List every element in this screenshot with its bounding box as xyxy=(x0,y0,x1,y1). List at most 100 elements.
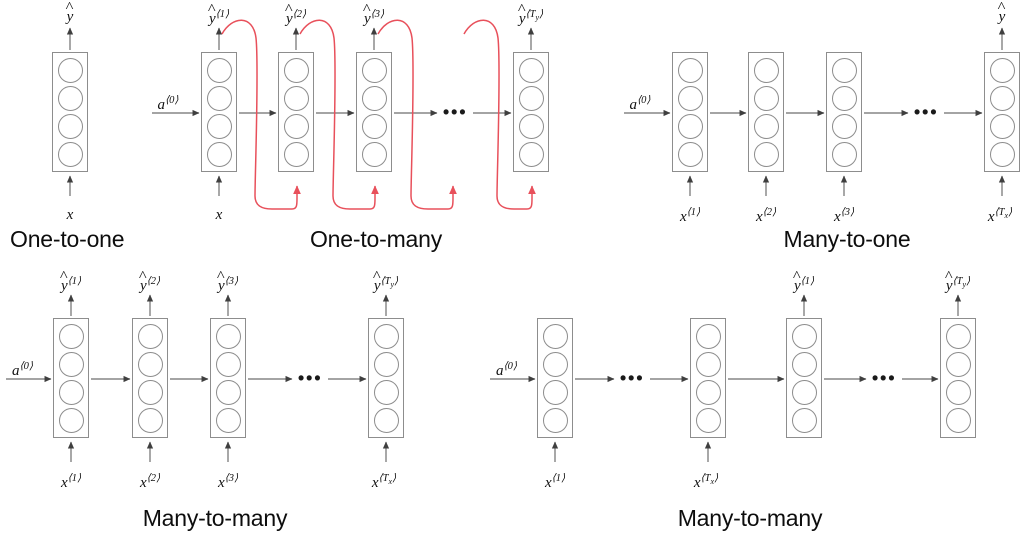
hidden-unit xyxy=(945,351,971,377)
hidden-unit xyxy=(677,85,703,111)
hidden-unit xyxy=(215,407,241,433)
hidden-unit xyxy=(137,351,163,377)
rnn-cell[interactable] xyxy=(672,52,708,172)
hidden-unit xyxy=(57,57,83,83)
input-label: x⟨Tx⟩ xyxy=(371,473,397,491)
hidden-unit xyxy=(215,351,241,377)
rnn-cell[interactable] xyxy=(356,52,392,172)
hidden-unit xyxy=(518,85,544,111)
rnn-cell[interactable] xyxy=(52,52,88,172)
input-label: x⟨Tx⟩ xyxy=(987,207,1013,225)
output-label: y xyxy=(999,10,1006,25)
diagram-caption: Many-to-many xyxy=(142,505,288,531)
ellipsis: ••• xyxy=(442,102,468,124)
hidden-unit xyxy=(206,57,232,83)
output-label: y⟨Ty⟩ xyxy=(374,276,398,294)
hidden-unit xyxy=(695,323,721,349)
output-label: y⟨3⟩ xyxy=(364,9,384,27)
hidden-unit xyxy=(283,85,309,111)
hidden-unit xyxy=(542,407,568,433)
output-label: y⟨2⟩ xyxy=(140,276,160,294)
hidden-unit xyxy=(373,323,399,349)
hidden-unit xyxy=(677,141,703,167)
hidden-unit xyxy=(791,351,817,377)
hidden-unit xyxy=(989,85,1015,111)
hidden-unit xyxy=(791,407,817,433)
hidden-unit xyxy=(137,379,163,405)
hidden-unit xyxy=(542,351,568,377)
rnn-cell[interactable] xyxy=(210,318,246,438)
hidden-unit xyxy=(695,379,721,405)
rnn-cell[interactable] xyxy=(537,318,573,438)
input-label: x⟨1⟩ xyxy=(60,473,82,491)
hidden-unit xyxy=(542,323,568,349)
hidden-unit xyxy=(677,57,703,83)
rnn-cell[interactable] xyxy=(132,318,168,438)
hidden-unit xyxy=(58,323,84,349)
hidden-unit xyxy=(831,113,857,139)
rnn-cell[interactable] xyxy=(53,318,89,438)
initial-state-label: a⟨0⟩ xyxy=(12,361,33,379)
hidden-unit xyxy=(215,379,241,405)
hidden-unit xyxy=(373,379,399,405)
hidden-unit xyxy=(945,323,971,349)
input-label: x⟨3⟩ xyxy=(833,207,855,225)
hidden-unit xyxy=(831,141,857,167)
hidden-unit xyxy=(58,407,84,433)
hidden-unit xyxy=(215,323,241,349)
rnn-cell[interactable] xyxy=(278,52,314,172)
rnn-cell[interactable] xyxy=(786,318,822,438)
initial-state-label: a⟨0⟩ xyxy=(157,95,179,113)
rnn-cell[interactable] xyxy=(368,318,404,438)
diagram-caption: Many-to-many xyxy=(677,505,823,531)
input-label: x xyxy=(215,207,223,223)
hidden-unit xyxy=(542,379,568,405)
output-label: y⟨2⟩ xyxy=(286,9,306,27)
hidden-unit xyxy=(57,113,83,139)
rnn-cell[interactable] xyxy=(984,52,1020,172)
hidden-unit xyxy=(989,57,1015,83)
hidden-unit xyxy=(791,323,817,349)
hidden-unit xyxy=(695,351,721,377)
hidden-unit xyxy=(361,113,387,139)
ellipsis: ••• xyxy=(619,368,645,390)
output-label: y⟨1⟩ xyxy=(61,276,81,294)
hidden-unit xyxy=(791,379,817,405)
input-label: x⟨Tx⟩ xyxy=(693,473,719,491)
hidden-unit xyxy=(137,407,163,433)
hidden-unit xyxy=(753,113,779,139)
initial-state-label: a⟨0⟩ xyxy=(629,95,651,113)
hidden-unit xyxy=(206,85,232,111)
hidden-unit xyxy=(137,323,163,349)
ellipsis: ••• xyxy=(297,368,323,390)
hidden-unit xyxy=(283,141,309,167)
rnn-cell[interactable] xyxy=(690,318,726,438)
hidden-unit xyxy=(753,57,779,83)
hidden-unit xyxy=(989,113,1015,139)
input-label: x⟨1⟩ xyxy=(679,207,701,225)
hidden-unit xyxy=(945,407,971,433)
hidden-unit xyxy=(373,351,399,377)
input-label: x⟨3⟩ xyxy=(217,473,239,491)
rnn-cell[interactable] xyxy=(748,52,784,172)
ellipsis: ••• xyxy=(913,102,939,124)
output-label: y⟨1⟩ xyxy=(209,9,229,27)
hidden-unit xyxy=(677,113,703,139)
rnn-cell[interactable] xyxy=(940,318,976,438)
hidden-unit xyxy=(361,141,387,167)
output-label: y xyxy=(67,10,74,25)
hidden-unit xyxy=(831,57,857,83)
hidden-unit xyxy=(518,113,544,139)
output-label: y⟨Ty⟩ xyxy=(946,276,970,294)
rnn-cell[interactable] xyxy=(826,52,862,172)
hidden-unit xyxy=(283,113,309,139)
rnn-cell[interactable] xyxy=(513,52,549,172)
hidden-unit xyxy=(518,57,544,83)
hidden-unit xyxy=(518,141,544,167)
hidden-unit xyxy=(58,379,84,405)
hidden-unit xyxy=(753,85,779,111)
rnn-cell[interactable] xyxy=(201,52,237,172)
hidden-unit xyxy=(283,57,309,83)
